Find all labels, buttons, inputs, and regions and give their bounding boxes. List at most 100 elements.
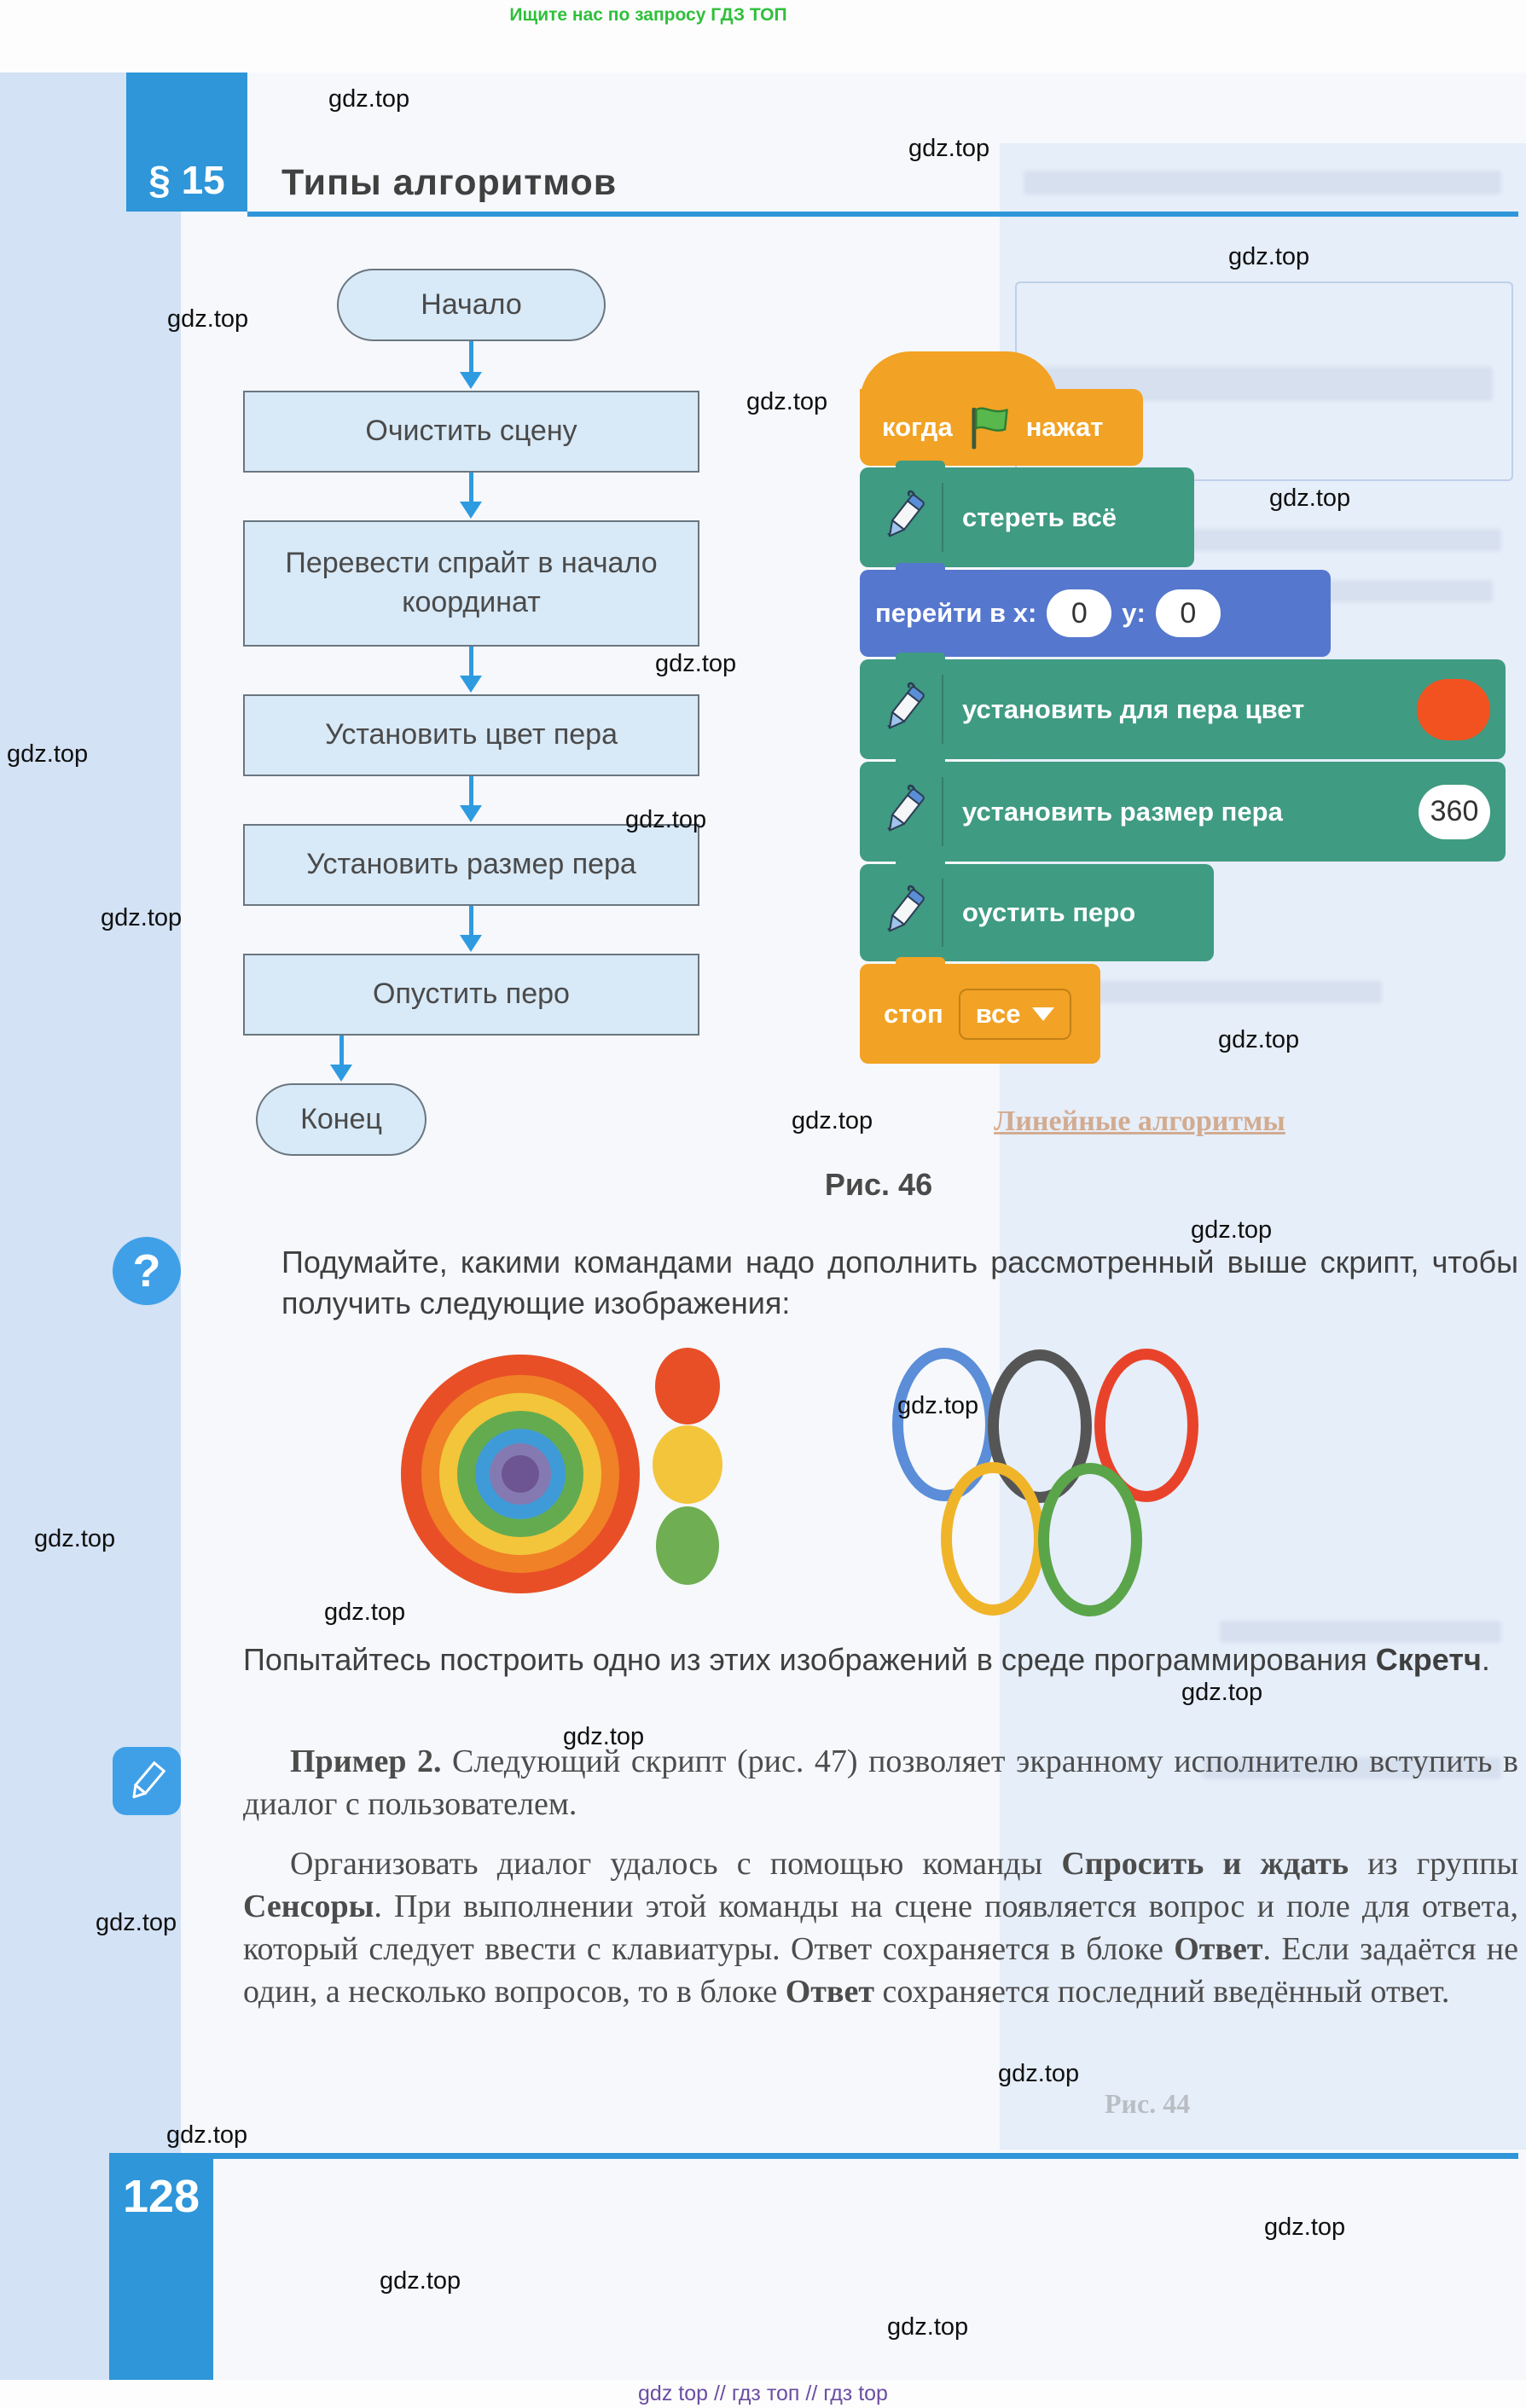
block-label: нажат — [1025, 412, 1104, 442]
green-flag-icon — [965, 403, 1014, 452]
title-rule — [247, 212, 1518, 217]
icon-separator — [942, 674, 943, 745]
hat-block-hump — [860, 351, 1058, 403]
page-title: Типы алгоритмов — [281, 162, 618, 203]
flow-arrow-line — [468, 341, 473, 374]
block-label: установить размер пера — [962, 796, 1283, 827]
block-label: когда — [882, 412, 953, 442]
pen-icon — [875, 490, 931, 546]
flow-arrow — [460, 341, 482, 389]
text-segment: Организовать диалог удалось с помощью ко… — [290, 1846, 1062, 1882]
olympic-ring — [1038, 1463, 1142, 1616]
flow-arrow-head — [460, 805, 482, 822]
flow-arrow — [460, 473, 482, 519]
flow-arrow — [330, 1036, 352, 1082]
dropdown-value: все — [975, 998, 1021, 1029]
rainbow-ring — [502, 1455, 539, 1493]
flowchart-step: Опустить перо — [243, 954, 699, 1036]
watermark: gdz.top — [998, 2060, 1080, 2087]
scratch-block-pen: оустить перо — [860, 857, 1214, 961]
pencil-icon — [113, 1747, 181, 1815]
block-label: стереть всё — [962, 502, 1117, 532]
bottom-rule — [109, 2153, 1518, 2159]
flowchart-start: Начало — [337, 269, 606, 341]
ghost-text-bar — [1203, 1757, 1501, 1779]
example-paragraph: Пример 2. Следующий скрипт (рис. 47) поз… — [243, 1740, 1518, 1825]
page-number: 128 — [122, 2171, 200, 2222]
watermark: gdz.top — [166, 2121, 248, 2149]
flowchart-step: Перевести спрайт в начало координат — [243, 520, 699, 647]
flow-arrow-head — [460, 502, 482, 519]
watermark: gdz.top — [34, 1525, 116, 1552]
text-segment: Следующий скрипт (рис. 47) позволяет экр… — [243, 1744, 1518, 1823]
flow-arrow-head — [460, 676, 482, 693]
ghost-heading: Линейные алгоритмы — [994, 1105, 1285, 1137]
watermark: gdz.top — [563, 1723, 645, 1750]
icon-separator — [942, 482, 943, 553]
watermark: gdz.top — [887, 2313, 969, 2341]
traffic-light-circle — [655, 1348, 720, 1424]
text-segment: Попытайтесь построить одно из этих изобр… — [243, 1642, 1376, 1677]
watermark: gdz.top — [1218, 1026, 1300, 1053]
watermark: gdz.top — [328, 85, 410, 113]
watermark: gdz.top — [746, 388, 828, 415]
watermark: gdz.top — [1264, 2214, 1346, 2241]
watermark: gdz.top — [625, 806, 707, 833]
page-number-box: 128 — [109, 2153, 213, 2380]
text-segment: Ответ — [1174, 1931, 1263, 1968]
watermark: gdz.top — [792, 1107, 873, 1134]
watermark: gdz.top — [380, 2267, 461, 2295]
x-value-input: 0 — [1047, 589, 1112, 637]
watermark: gdz.top — [96, 1909, 177, 1936]
flowchart-end: Конец — [256, 1083, 426, 1156]
try-instruction: Попытайтесь построить одно из этих изобр… — [243, 1639, 1518, 1681]
flow-arrow-line — [468, 776, 473, 807]
watermark: gdz.top — [1191, 1216, 1273, 1244]
block-label: оустить перо — [962, 897, 1136, 927]
scratch-block-pen_swatch: установить для пера цвет — [860, 653, 1506, 759]
text-segment: Скретч — [1375, 1642, 1482, 1677]
ghost-text-bar — [1220, 1621, 1501, 1643]
dropdown-arrow-icon — [1032, 1007, 1055, 1021]
text-segment: Пример 2. — [290, 1744, 442, 1779]
watermark: gdz.top — [655, 650, 737, 677]
olympic-ring — [941, 1462, 1045, 1616]
text-segment: из группы — [1349, 1846, 1518, 1882]
scratch-block-stop: стоп все — [860, 957, 1100, 1064]
text-segment: . — [1481, 1642, 1490, 1677]
text-segment: Спросить и ждать — [1061, 1846, 1349, 1882]
bottom-band — [0, 2380, 1526, 2408]
pen-color-swatch — [1417, 678, 1490, 740]
ghost-text-bar — [1024, 171, 1501, 194]
watermark: gdz.top — [908, 135, 990, 162]
flowchart-step: Установить размер пера — [243, 824, 699, 906]
text-segment: Ответ — [785, 1974, 874, 2011]
flow-arrow-head — [330, 1065, 352, 1082]
question-text: Подумайте, какими командами надо дополни… — [281, 1245, 1518, 1321]
pen-icon — [875, 784, 931, 840]
flow-arrow-head — [460, 372, 482, 389]
footer-watermark: gdz top // гдз топ // гдз top — [638, 2382, 888, 2405]
watermark: gdz.top — [101, 904, 183, 931]
icon-separator — [942, 879, 943, 947]
watermark: gdz.top — [167, 305, 249, 333]
flow-arrow-line — [468, 647, 473, 677]
question-mark-icon: ? — [113, 1237, 181, 1305]
pencil-glyph — [132, 1761, 166, 1799]
watermark: gdz.top — [7, 740, 89, 768]
block-label: y: — [1122, 598, 1146, 628]
left-margin-strip — [0, 73, 181, 2380]
flow-arrow — [460, 906, 482, 952]
text-segment: сохраняется последний введённый ответ. — [873, 1974, 1450, 2011]
figure-caption: Рис. 46 — [824, 1167, 933, 1202]
top-watermark: Ищите нас по запросу ГДЗ ТОП — [509, 5, 787, 25]
scratch-block-pen: стереть всё — [860, 461, 1194, 567]
text-segment: . Если задаётся не один, а несколько воп… — [243, 1931, 1518, 2011]
block-label: стоп — [884, 998, 943, 1029]
flow-arrow-head — [460, 935, 482, 952]
watermark: gdz.top — [1181, 1679, 1263, 1706]
body-paragraph: Организовать диалог удалось с помощью ко… — [243, 1842, 1518, 2014]
traffic-light-circle — [653, 1425, 722, 1504]
flowchart-step: Очистить сцену — [243, 391, 699, 473]
